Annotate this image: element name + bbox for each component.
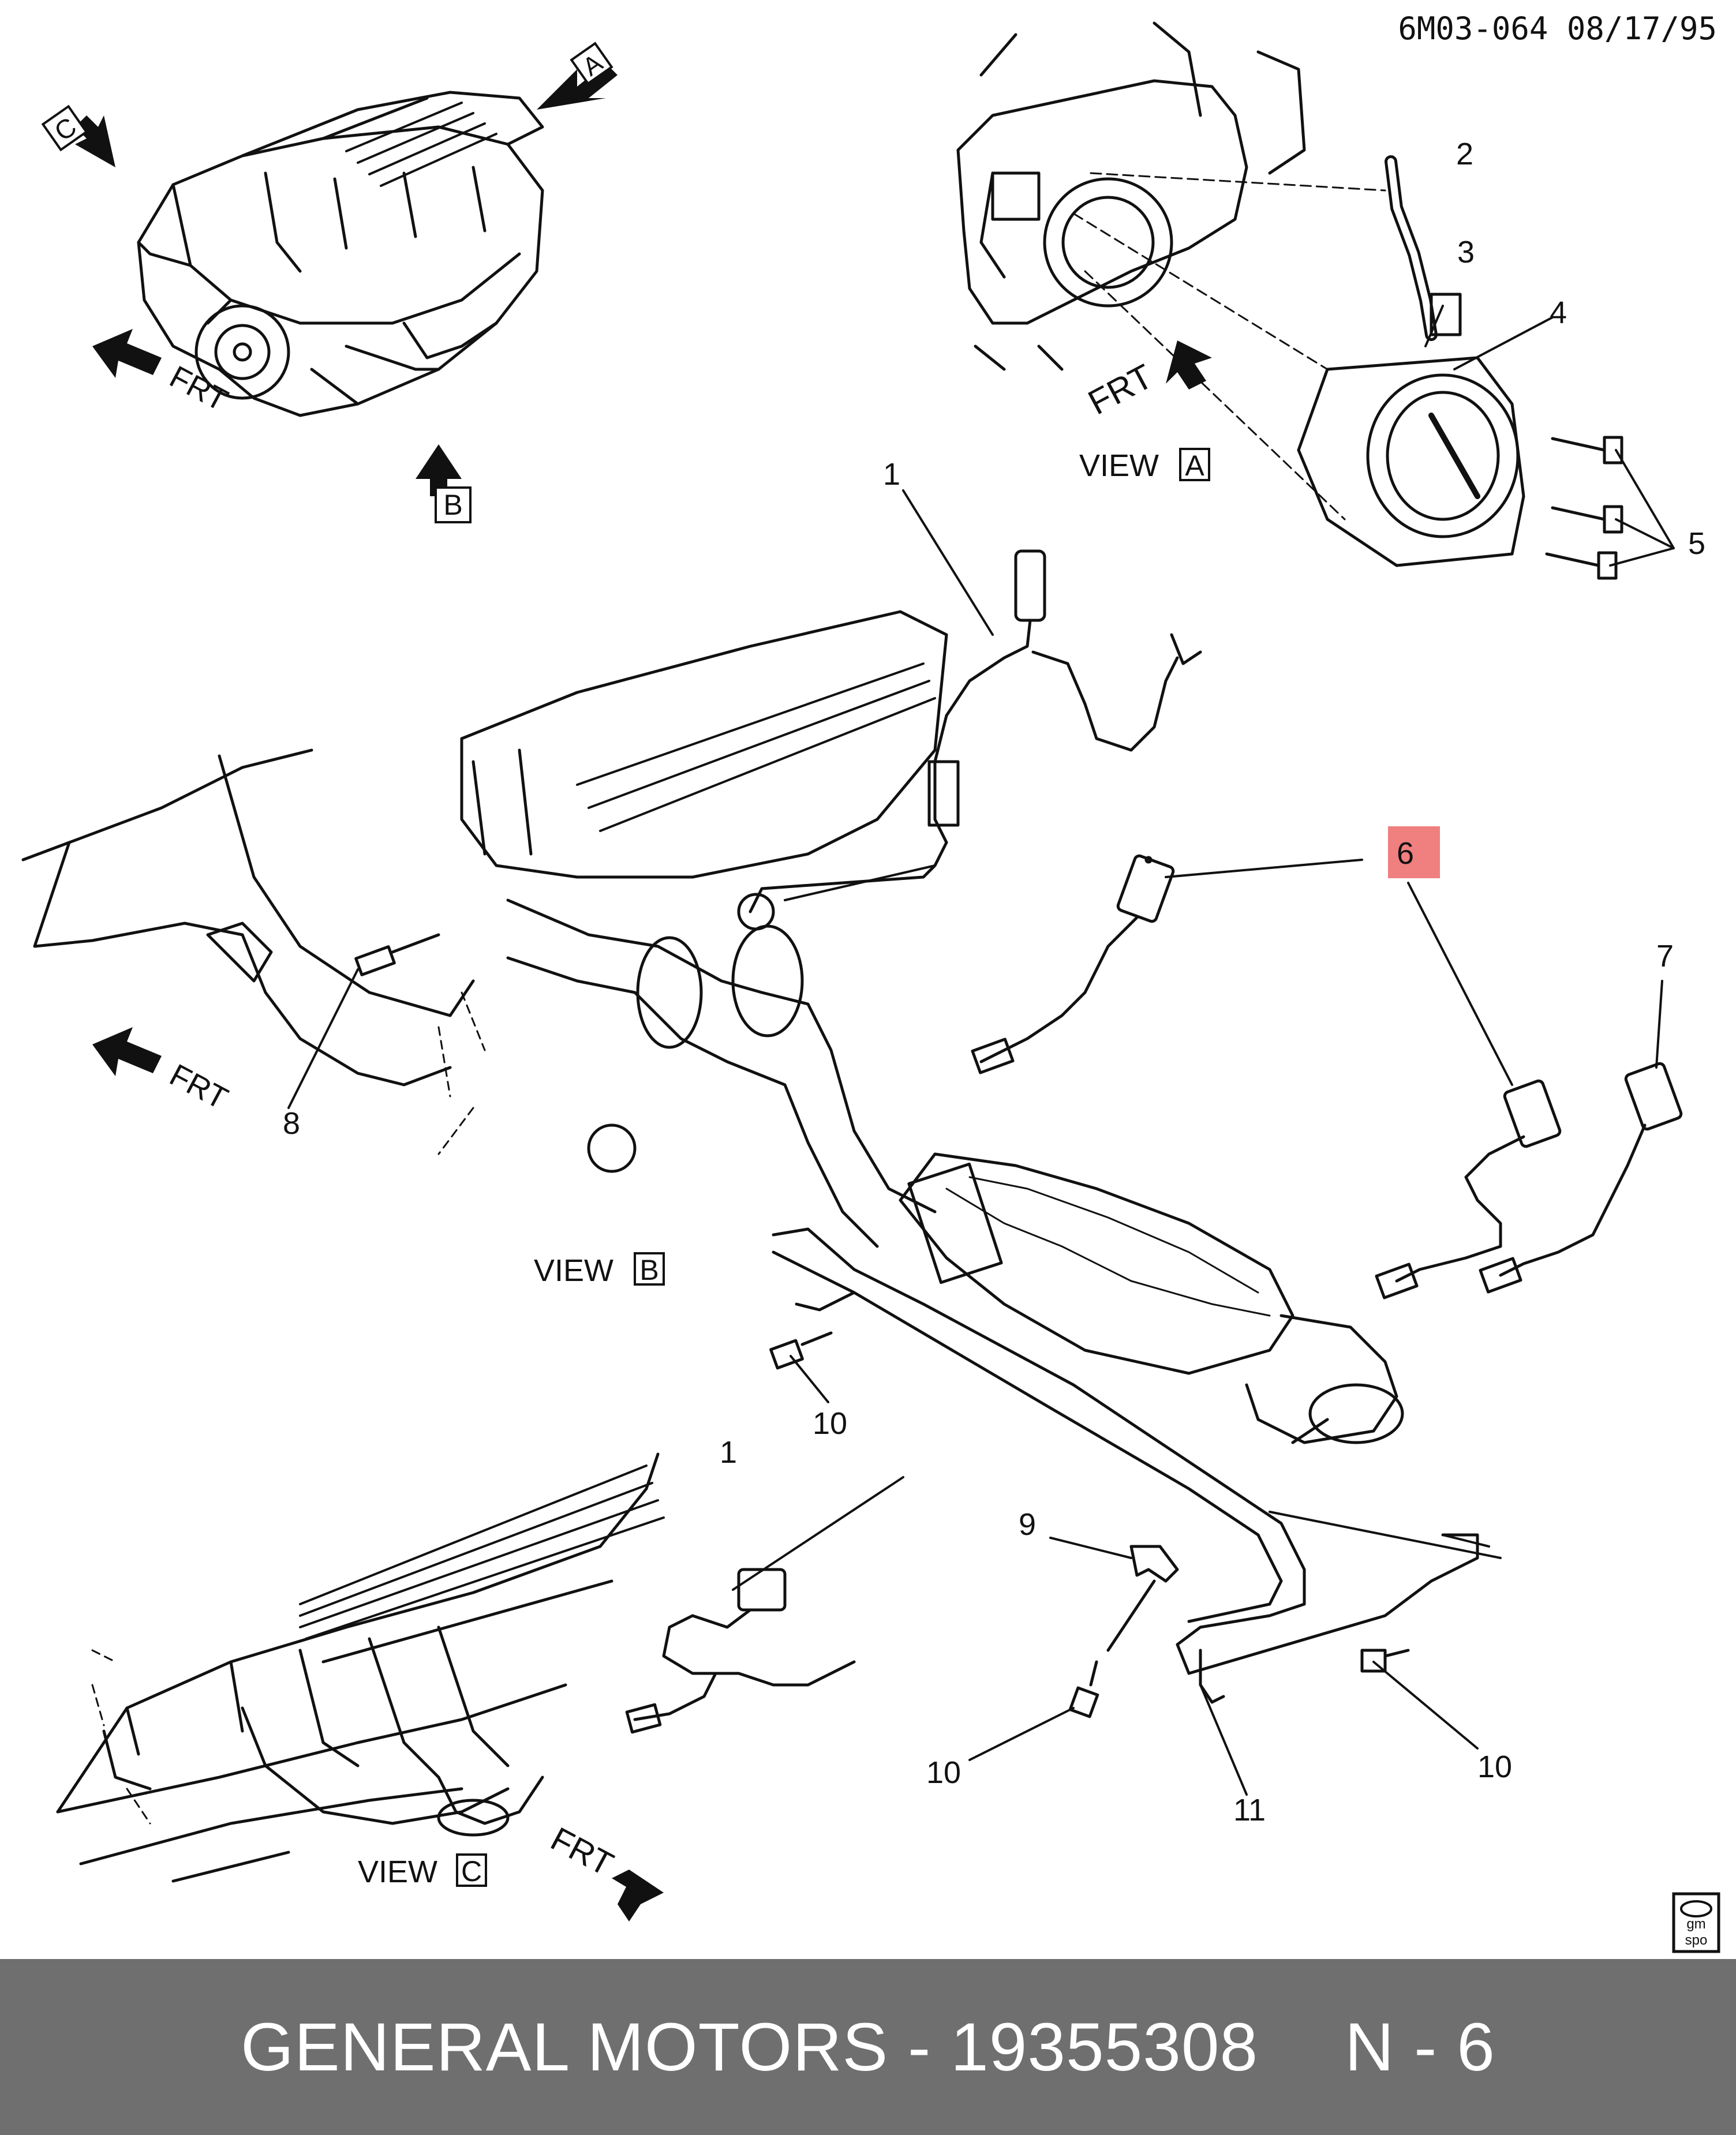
front-arrow-view-a: FRT	[1082, 340, 1212, 422]
view-arrow-b-letter: B	[443, 489, 462, 521]
drawing-code: 6M03-064 08/17/95	[1398, 10, 1717, 47]
view-b-text: VIEW	[534, 1253, 613, 1288]
callout-6-highlight	[1388, 826, 1440, 878]
view-b-letter: B	[639, 1254, 659, 1286]
view-arrow-c: C	[41, 104, 115, 167]
callout-3: 3	[1457, 235, 1475, 269]
view-c-label: VIEW C	[358, 1853, 487, 1889]
view-arrow-a: A	[537, 42, 618, 110]
front-label-exhaust: FRT	[164, 1058, 233, 1117]
view-c-illustration	[56, 1452, 856, 1883]
callout-10-left: 10	[926, 1755, 961, 1790]
callout-1: 1	[883, 457, 900, 492]
callout-5: 5	[1688, 526, 1705, 561]
callout-1-view-c: 1	[720, 1435, 737, 1470]
callout-7: 7	[1656, 939, 1674, 973]
callout-8: 8	[283, 1106, 300, 1141]
callout-2: 2	[1456, 137, 1473, 171]
footer-bar: GENERAL MOTORS - 19355308 N - 6	[0, 1959, 1736, 2135]
callout-11: 11	[1233, 1793, 1266, 1827]
view-arrow-b: B	[416, 444, 472, 523]
callout-10-upper: 10	[813, 1406, 847, 1441]
leader-lines	[287, 305, 1675, 1796]
exhaust-system-illustration	[21, 549, 1683, 1718]
footer-brand-part: GENERAL MOTORS - 19355308	[241, 2009, 1259, 2085]
front-arrow-engine: FRT	[92, 329, 233, 418]
engine-overview-illustration	[137, 91, 544, 417]
front-label-view-a: FRT	[1082, 357, 1159, 422]
front-label-view-c: FRT	[545, 1820, 619, 1883]
logo-line-2: spo	[1685, 1932, 1708, 1948]
footer-page: N - 6	[1345, 2009, 1495, 2085]
callout-4: 4	[1550, 295, 1567, 330]
front-arrow-exhaust: FRT	[92, 1027, 233, 1116]
bolt-group	[1545, 436, 1623, 580]
view-a-text: VIEW	[1079, 448, 1159, 483]
view-a-label: VIEW A	[1079, 448, 1210, 483]
callout-9: 9	[1019, 1507, 1036, 1542]
exhaust-oxygen-sensor-diagram: A B C FRT FRT FRT FRT VIEW A VIEW B VIEW	[21, 10, 1720, 1953]
callout-6: 6	[1397, 836, 1414, 871]
view-a-letter: A	[1185, 450, 1204, 482]
gm-spo-logo: gm spo	[1672, 1892, 1720, 1953]
view-c-letter: C	[461, 1855, 482, 1887]
view-a-illustration	[956, 21, 1623, 580]
callout-10-right: 10	[1477, 1750, 1512, 1784]
view-c-text: VIEW	[358, 1855, 437, 1889]
front-arrow-view-c: FRT	[545, 1820, 664, 1922]
logo-line-1: gm	[1686, 1916, 1705, 1932]
view-b-label: VIEW B	[534, 1252, 665, 1288]
